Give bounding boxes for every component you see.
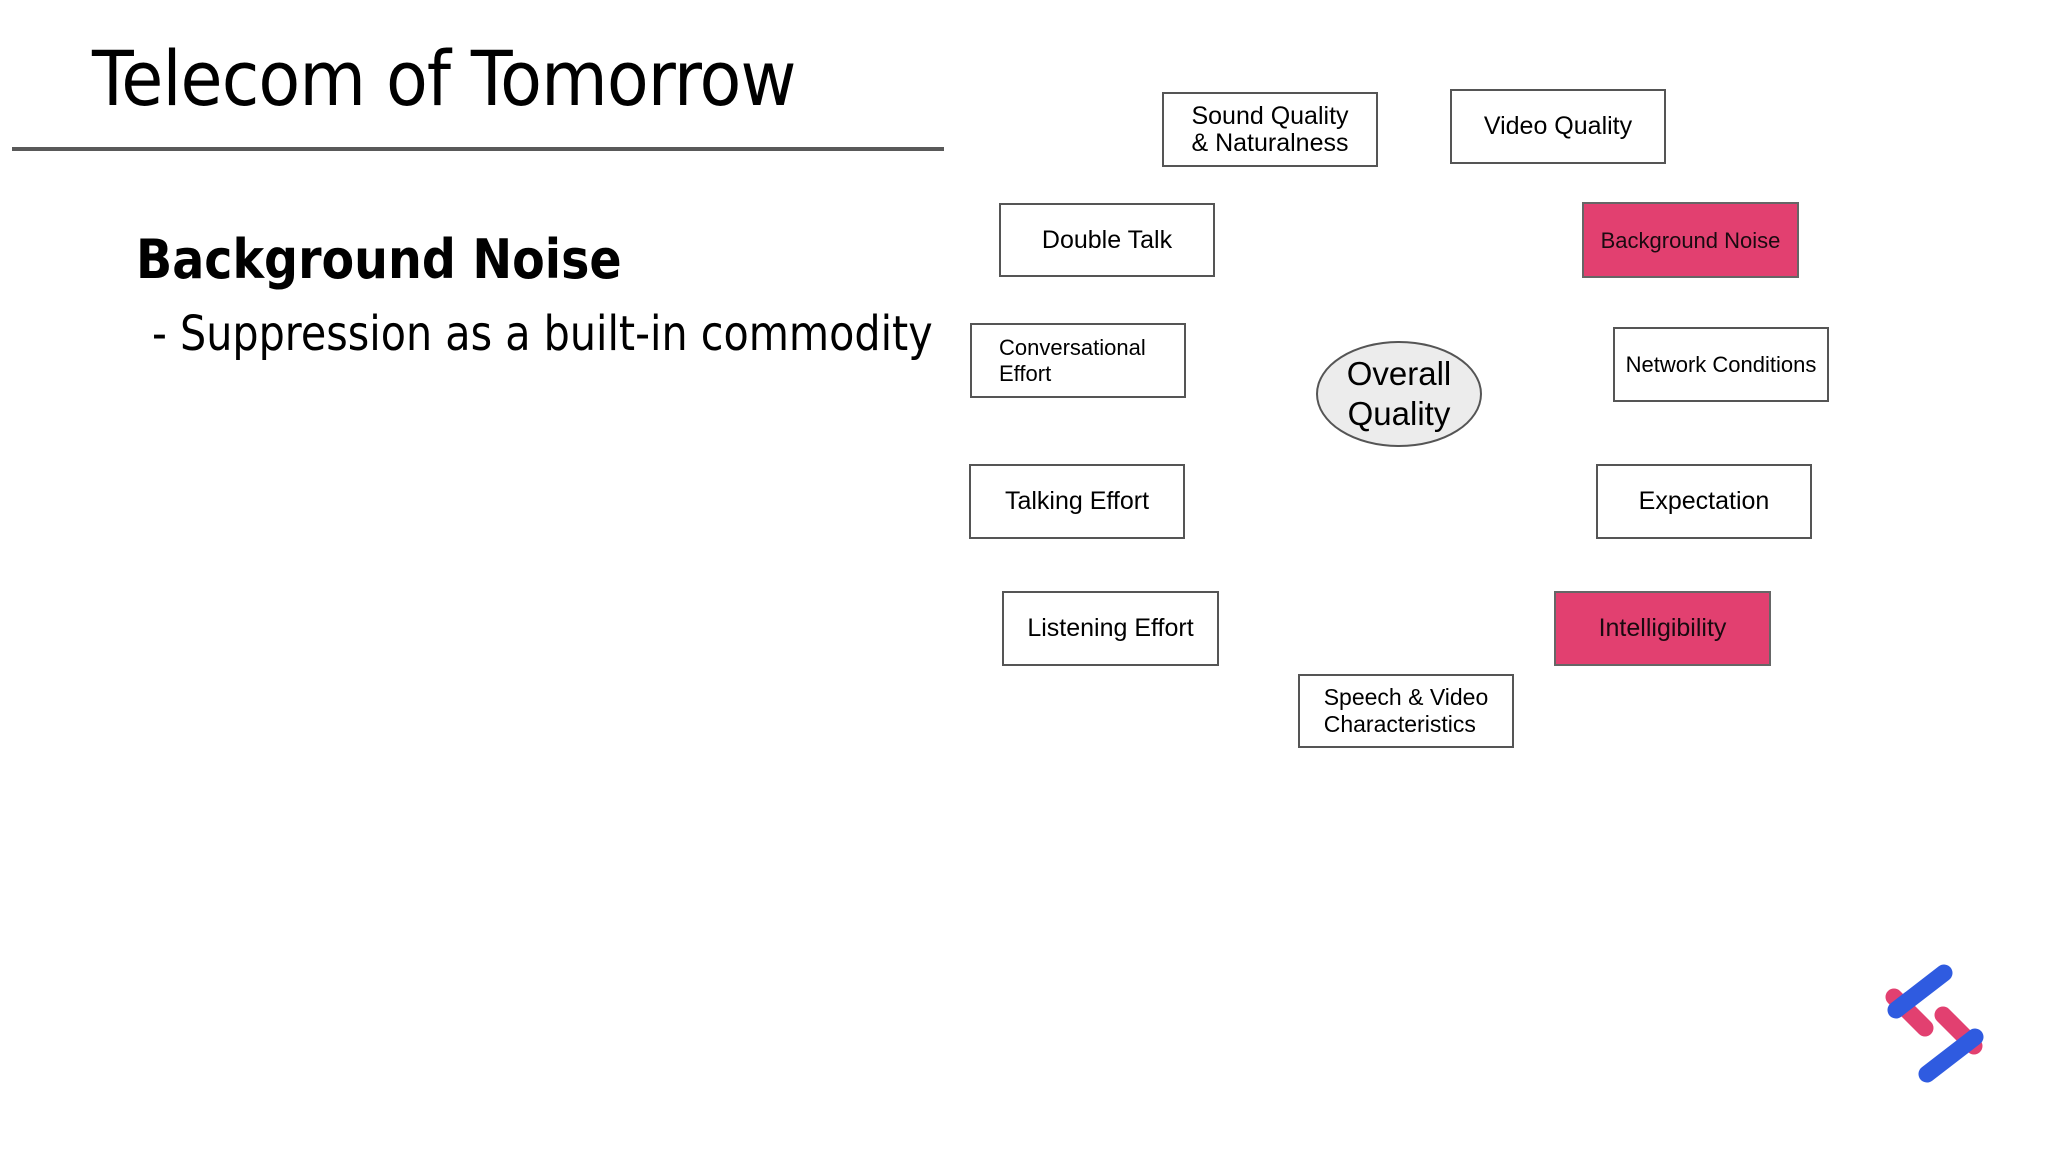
section-heading: Background Noise [136, 228, 622, 291]
node-label: Expectation [1638, 487, 1770, 515]
node-label: Conversational Effort [999, 334, 1146, 386]
center-node-overall-quality: Overall Quality [1316, 341, 1482, 447]
node-label: Speech & Video Characteristics [1323, 684, 1489, 737]
node-background-noise: Background Noise [1582, 202, 1799, 278]
node-label: Video Quality [1483, 112, 1633, 140]
node-label: Network Conditions [1625, 352, 1817, 377]
node-listening-effort: Listening Effort [1002, 591, 1219, 666]
node-label: Sound Quality & Naturalness [1191, 101, 1349, 157]
node-sound-quality: Sound Quality & Naturalness [1162, 92, 1378, 167]
title-divider [12, 147, 944, 151]
node-expectation: Expectation [1596, 464, 1812, 539]
node-speech-video-characteristics: Speech & Video Characteristics [1298, 674, 1514, 748]
bullet-point: - Suppression as a built-in commodity [152, 306, 933, 362]
node-label: Talking Effort [1004, 487, 1150, 515]
node-label: Listening Effort [1027, 614, 1194, 642]
node-conversational-effort: Conversational Effort [970, 323, 1186, 398]
node-label: Double Talk [1041, 225, 1173, 254]
node-intelligibility: Intelligibility [1554, 591, 1771, 666]
brand-logo-icon [1885, 964, 1984, 1083]
node-talking-effort: Talking Effort [969, 464, 1185, 539]
node-double-talk: Double Talk [999, 203, 1215, 277]
node-label: Background Noise [1600, 227, 1781, 253]
center-label: Overall Quality [1346, 355, 1452, 432]
node-label: Intelligibility [1598, 614, 1727, 642]
node-network-conditions: Network Conditions [1613, 327, 1829, 402]
node-video-quality: Video Quality [1450, 89, 1666, 164]
slide-title: Telecom of Tomorrow [92, 34, 796, 123]
